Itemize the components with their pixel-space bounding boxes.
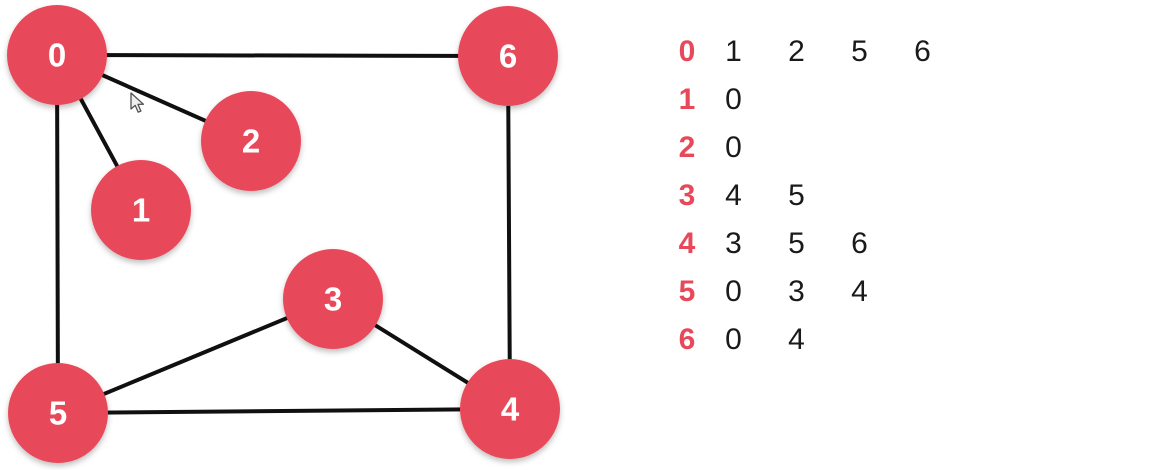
graph-node-6[interactable]: 6 <box>458 6 558 106</box>
adjacency-value: 0 <box>725 131 742 164</box>
graph-diagram: 0 1 2 3 4 5 6 <box>7 5 560 463</box>
adjacency-key-2: 2 <box>678 131 696 164</box>
adjacency-value: 1 <box>725 35 742 68</box>
adjacency-key-1: 1 <box>678 83 696 116</box>
adjacency-key-4: 4 <box>678 227 696 260</box>
adjacency-value: 3 <box>725 227 742 260</box>
node-circle-6[interactable] <box>458 6 558 106</box>
node-circle-4[interactable] <box>460 359 560 459</box>
node-circle-0[interactable] <box>7 5 107 105</box>
node-label-4: 4 <box>501 391 520 428</box>
graph-node-1[interactable]: 1 <box>91 160 191 260</box>
graph-edge-0-6 <box>55 53 510 58</box>
adjacency-value: 4 <box>725 179 742 212</box>
graph-edge-0-5 <box>55 53 60 415</box>
node-circle-2[interactable] <box>201 91 301 191</box>
node-circle-1[interactable] <box>91 160 191 260</box>
adjacency-value: 0 <box>725 275 742 308</box>
node-label-6: 6 <box>499 38 517 75</box>
graph-node-5[interactable]: 5 <box>8 363 108 463</box>
graph-edge-5-4 <box>56 407 512 415</box>
graph-edge-6-4 <box>506 54 512 411</box>
adjacency-value: 2 <box>788 35 805 68</box>
node-circle-5[interactable] <box>8 363 108 463</box>
adjacency-value: 5 <box>851 35 868 68</box>
adjacency-key-0: 0 <box>678 35 696 68</box>
adjacency-key-6: 6 <box>678 323 696 356</box>
node-label-3: 3 <box>324 281 342 318</box>
adjacency-key-5: 5 <box>678 275 696 308</box>
node-label-1: 1 <box>132 192 150 229</box>
node-label-0: 0 <box>48 37 66 74</box>
graph-nodes: 0 1 2 3 4 5 6 <box>7 5 560 463</box>
adjacency-value: 4 <box>851 275 868 308</box>
adjacency-value: 6 <box>914 35 931 68</box>
adjacency-value: 5 <box>788 227 805 260</box>
adjacency-key-3: 3 <box>678 179 696 212</box>
graph-node-0[interactable]: 0 <box>7 5 107 105</box>
adjacency-value: 0 <box>725 323 742 356</box>
adjacency-value: 5 <box>788 179 805 212</box>
node-label-5: 5 <box>49 395 67 432</box>
adjacency-value: 6 <box>851 227 868 260</box>
graph-node-3[interactable]: 3 <box>283 249 383 349</box>
adjacency-value: 3 <box>788 275 805 308</box>
graph-node-4[interactable]: 4 <box>460 359 560 459</box>
node-circle-3[interactable] <box>283 249 383 349</box>
adjacency-value: 4 <box>788 323 805 356</box>
adjacency-value: 0 <box>725 83 742 116</box>
graph-node-2[interactable]: 2 <box>201 91 301 191</box>
node-label-2: 2 <box>242 123 260 160</box>
